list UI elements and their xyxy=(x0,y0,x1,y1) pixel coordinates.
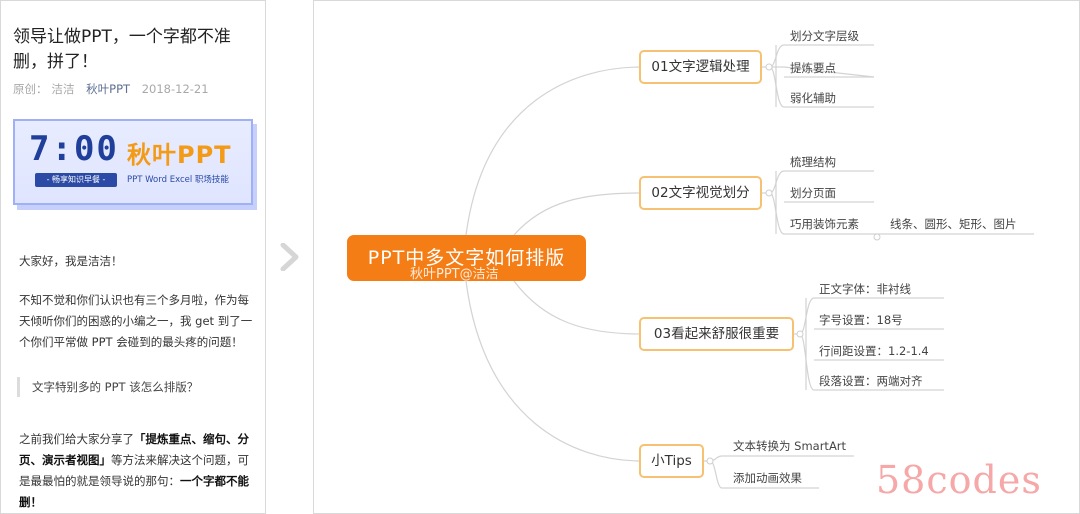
banner-brand-sub: PPT Word Excel 职场技能 xyxy=(127,175,229,185)
p3-text-c: 等方法来解决这个问题，可是最最怕的就是领导说的那句： xyxy=(19,453,249,488)
collapse-dot-b3 xyxy=(796,330,804,338)
article-meta: 原创：洁洁 秋叶PPT 2018-12-21 xyxy=(13,81,209,97)
leaf-b1-3[interactable]: 弱化辅助 xyxy=(790,91,836,105)
mindmap-panel: PPT中多文字如何排版 秋叶PPT@洁洁 01文字逻辑处理 02文字视觉划分 0… xyxy=(313,0,1080,514)
banner-image: 7:00 - 畅享知识早餐 - 秋叶PPT PPT Word Excel 职场技… xyxy=(13,119,253,205)
chevron-right-icon xyxy=(280,243,299,271)
leaf-b2-1[interactable]: 梳理结构 xyxy=(790,155,836,169)
branch-node-3[interactable]: 03看起来舒服很重要 xyxy=(639,317,794,351)
leaf-b4-2[interactable]: 添加动画效果 xyxy=(733,471,802,485)
collapse-dot-b4 xyxy=(706,457,714,465)
leaf-b3-2[interactable]: 字号设置：18号 xyxy=(819,313,903,327)
branch-node-4[interactable]: 小Tips xyxy=(639,444,704,478)
paragraph-greeting: 大家好，我是洁洁！ xyxy=(19,254,123,268)
branch-node-1[interactable]: 01文字逻辑处理 xyxy=(639,50,762,84)
question-quote: 文字特别多的 PPT 该怎么排版？ xyxy=(17,377,253,397)
banner-time-sub: - 畅享知识早餐 - xyxy=(35,173,117,187)
collapse-dot-b2 xyxy=(765,189,773,197)
branch-node-2[interactable]: 02文字视觉划分 xyxy=(639,176,762,210)
leaf-b3-3[interactable]: 行间距设置：1.2-1.4 xyxy=(819,344,929,358)
site-watermark-logo: 58codes xyxy=(876,458,1042,502)
paragraph-intro: 不知不觉和你们认识也有三个多月啦，作为每天倾听你们的困惑的小编之一，我 get … xyxy=(19,293,253,349)
paragraph-context: 之前我们给大家分享了「提炼重点、缩句、分页、演示者视图」等方法来解决这个问题，可… xyxy=(19,429,255,513)
banner-time: 7:00 xyxy=(29,129,119,169)
link-root-b2 xyxy=(513,192,642,236)
leaf-b3-4[interactable]: 段落设置：两端对齐 xyxy=(819,374,923,388)
p3-bold-quote: 一个字都不能删！ xyxy=(19,474,249,509)
leaf-b3-1[interactable]: 正文字体：非衬线 xyxy=(819,282,911,296)
meta-type: 原创： xyxy=(13,82,48,96)
watermark-text: 秋叶PPT@洁洁 xyxy=(410,267,499,282)
mindmap-links xyxy=(465,44,1034,489)
link-root-b3 xyxy=(513,280,642,335)
link-root-b1 xyxy=(465,66,642,236)
p3-text-a: 之前我们给大家分享了 xyxy=(19,432,134,446)
link-b4-c1 xyxy=(704,455,854,462)
meta-date: 2018-12-21 xyxy=(141,82,209,96)
banner-brand: 秋叶PPT xyxy=(127,141,232,169)
article-title: 领导让做PPT，一个字都不准删，拼了！ xyxy=(13,27,231,72)
article-card: 领导让做PPT，一个字都不准删，拼了！ 原创：洁洁 秋叶PPT 2018-12-… xyxy=(0,0,266,514)
meta-author: 洁洁 xyxy=(51,82,75,96)
mindmap-root-node[interactable]: PPT中多文字如何排版 xyxy=(347,235,586,281)
leaf-b2-3-detail[interactable]: 线条、圆形、矩形、图片 xyxy=(890,217,1017,231)
p3-bold-methods: 「提炼重点、缩句、分页、演示者视图」 xyxy=(19,432,249,467)
meta-account-link[interactable]: 秋叶PPT xyxy=(86,82,131,96)
link-b1-c2 xyxy=(770,66,875,78)
leaf-b2-2[interactable]: 划分页面 xyxy=(790,186,836,200)
leaf-b4-1[interactable]: 文本转换为 SmartArt xyxy=(733,439,847,453)
collapse-dot-b1 xyxy=(765,63,773,71)
leaf-b1-2[interactable]: 提炼要点 xyxy=(790,61,836,75)
link-root-b4 xyxy=(465,280,642,462)
leaf-b2-3[interactable]: 巧用装饰元素 xyxy=(790,217,859,231)
collapse-dot-b2-c3 xyxy=(873,233,881,241)
leaf-b1-1[interactable]: 划分文字层级 xyxy=(790,29,859,43)
